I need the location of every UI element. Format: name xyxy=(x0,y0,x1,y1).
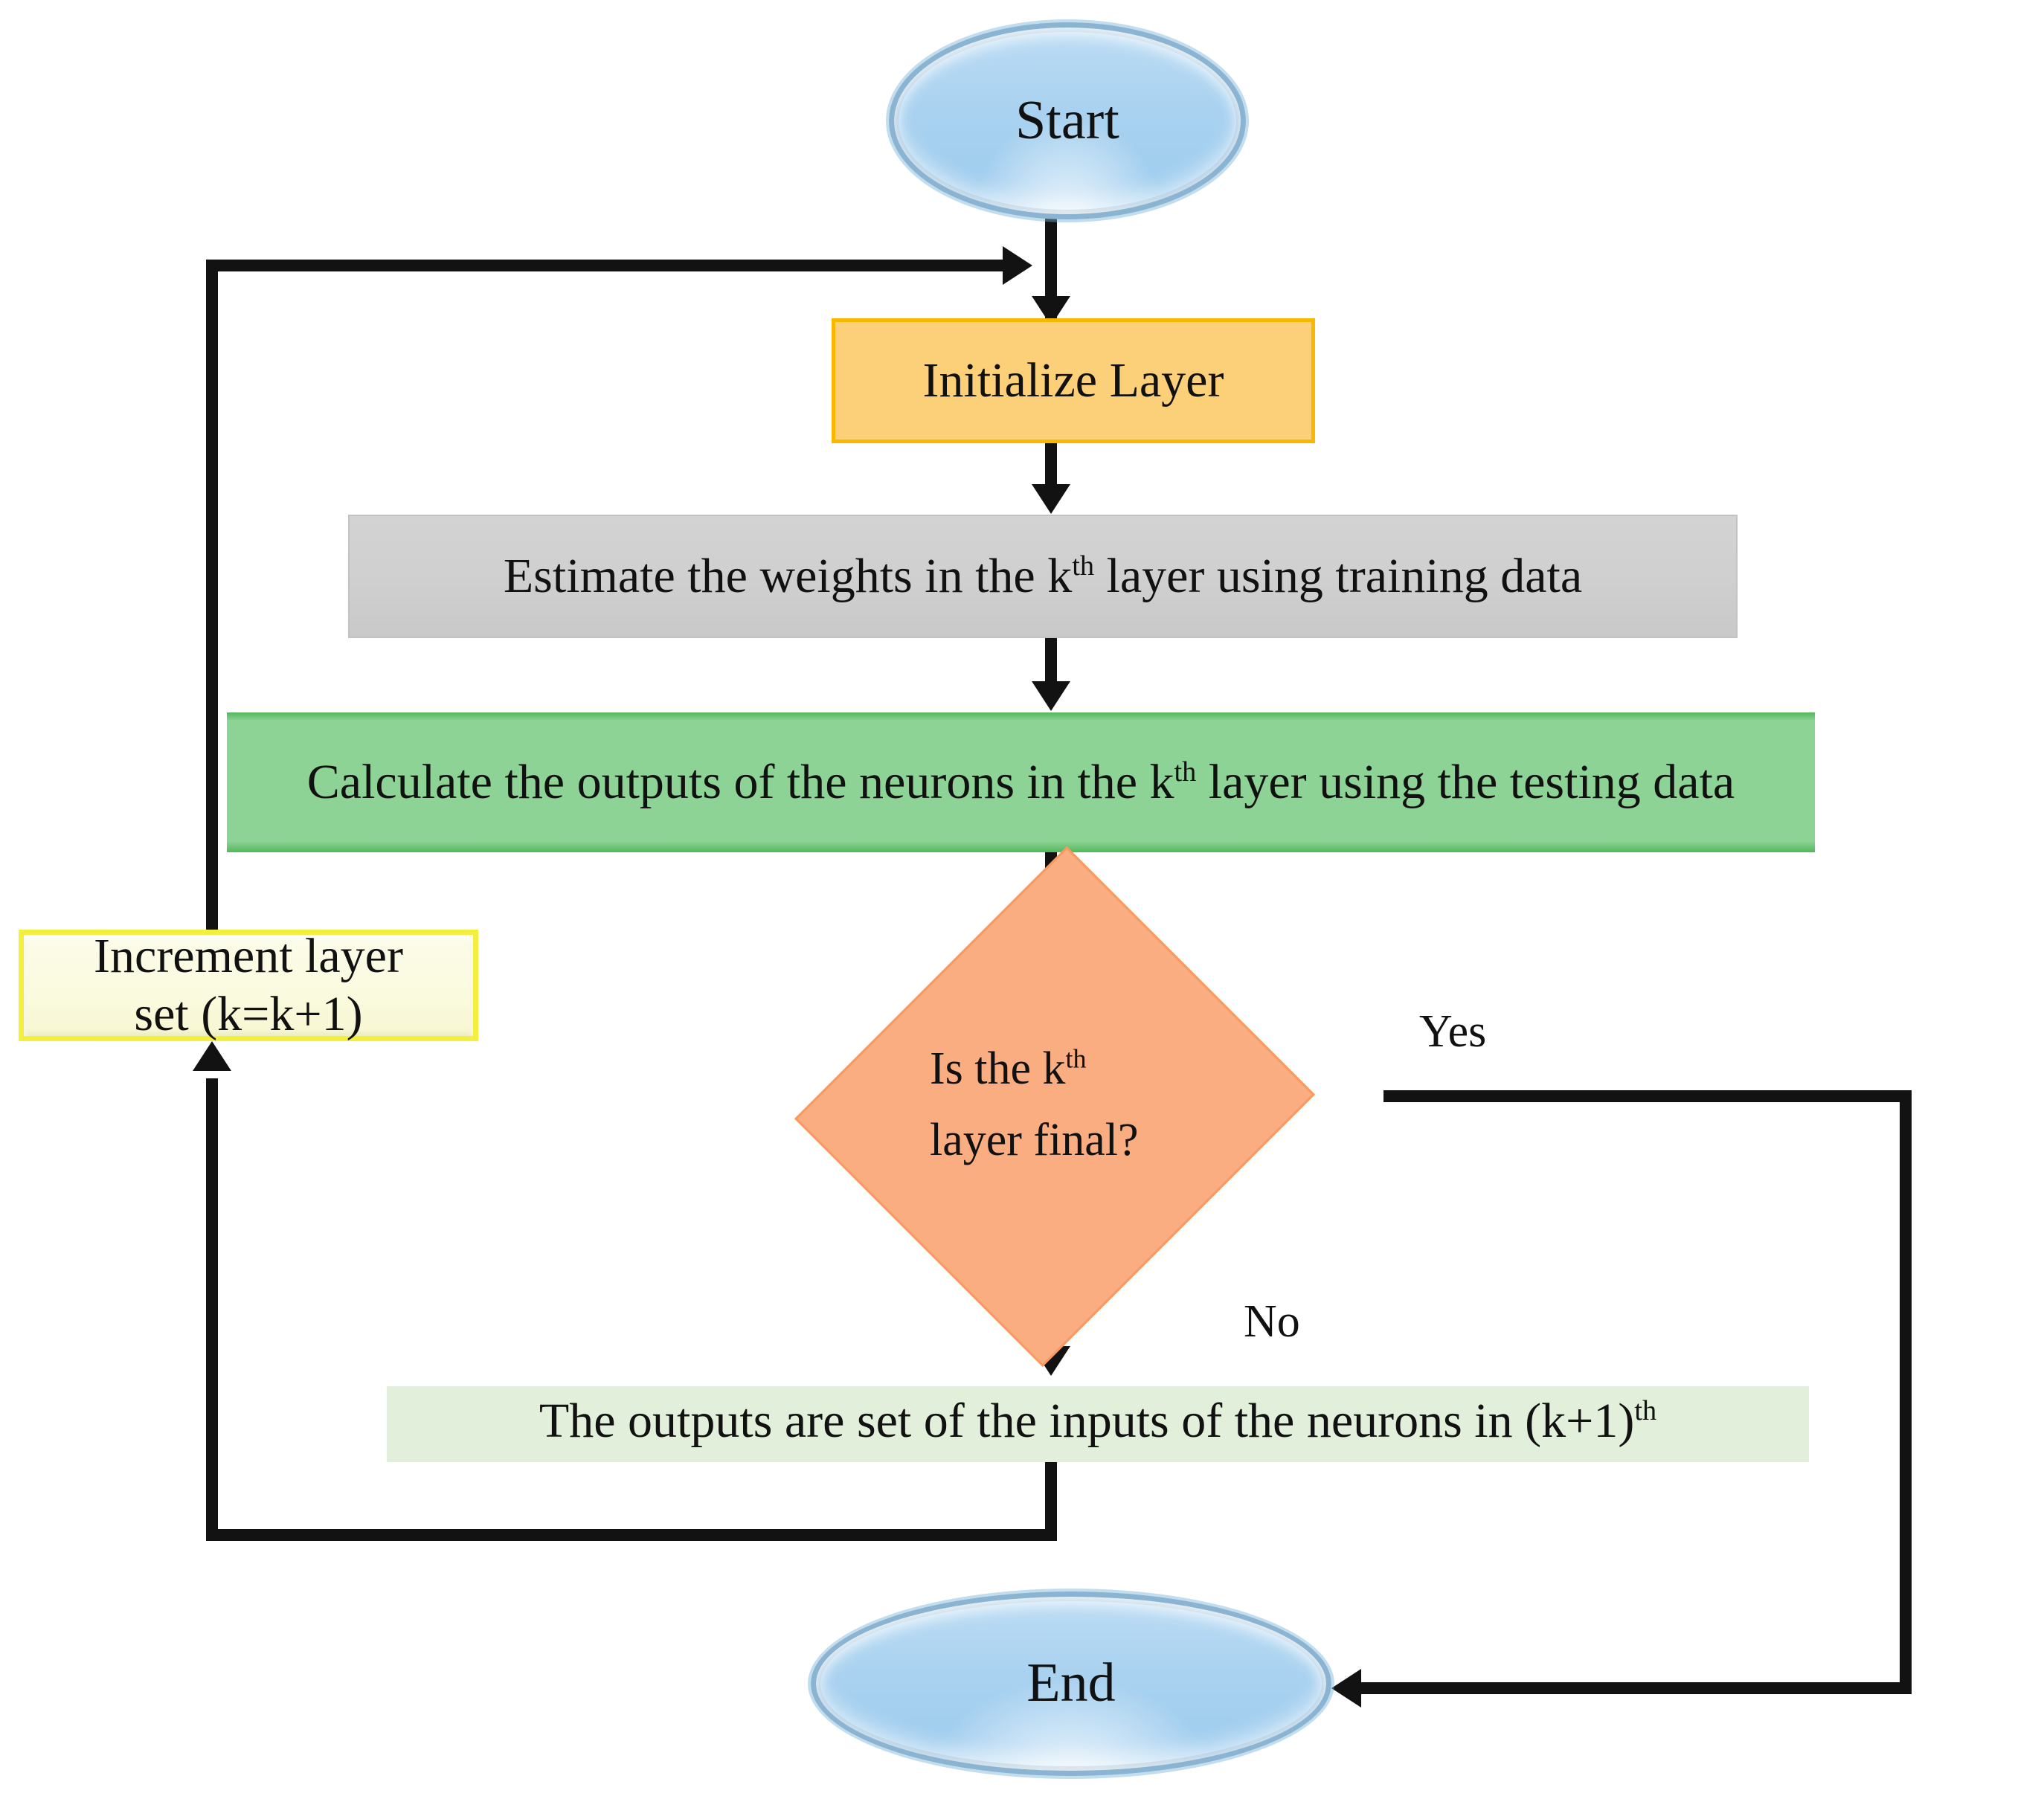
edge-yes-into-end-arrowhead xyxy=(1331,1669,1361,1708)
edge-outputs-loop-vertical-right xyxy=(1045,1452,1057,1541)
edge-estimate-to-calculate-vertical xyxy=(1045,638,1057,683)
node-decision-is-layer-final[interactable]: Is the kth layer final? xyxy=(759,846,1346,1368)
edge-initialize-to-estimate-arrowhead xyxy=(1032,484,1070,514)
node-increment-layer-line1: Increment layer xyxy=(94,929,403,984)
node-initialize-layer[interactable]: Initialize Layer xyxy=(832,318,1315,443)
node-initialize-layer-label: Initialize Layer xyxy=(922,353,1224,408)
superscript-th: th xyxy=(1065,1043,1087,1074)
node-end-label: End xyxy=(1026,1652,1116,1714)
edge-yes-into-end-horizontal xyxy=(1354,1682,1912,1694)
node-increment-layer[interactable]: Increment layer set (k=k+1) xyxy=(19,929,478,1041)
edge-loop-left-horizontal xyxy=(206,260,1017,271)
edge-outputs-loop-arrowhead xyxy=(193,1041,231,1071)
edge-estimate-to-calculate-arrowhead xyxy=(1032,681,1070,711)
superscript-th: th xyxy=(1072,550,1094,582)
node-calculate-outputs[interactable]: Calculate the outputs of the neurons in … xyxy=(227,712,1815,852)
edge-label-no: No xyxy=(1244,1296,1300,1347)
superscript-th: th xyxy=(1634,1395,1657,1427)
node-outputs-are-inputs[interactable]: The outputs are set of the inputs of the… xyxy=(387,1386,1809,1462)
edge-loop-left-vertical xyxy=(206,260,218,935)
decision-label-line1: Is the kth xyxy=(930,1043,1087,1094)
node-increment-layer-line2: set (k=k+1) xyxy=(134,987,363,1041)
decision-label: Is the kth layer final? xyxy=(759,922,1346,1287)
node-start-label: Start xyxy=(1015,89,1119,151)
edge-loop-left-arrowhead xyxy=(1003,246,1032,285)
node-calculate-outputs-label: Calculate the outputs of the neurons in … xyxy=(306,755,1735,810)
node-estimate-weights-label: Estimate the weights in the kth layer us… xyxy=(503,549,1583,604)
edge-outputs-loop-vertical-left xyxy=(206,1078,218,1539)
node-outputs-are-inputs-label: The outputs are set of the inputs of the… xyxy=(539,1394,1657,1449)
edge-label-yes: Yes xyxy=(1419,1006,1487,1057)
edge-yes-horizontal xyxy=(1383,1090,1912,1102)
node-start[interactable]: Start xyxy=(889,22,1246,219)
node-end[interactable]: End xyxy=(811,1592,1331,1776)
node-estimate-weights[interactable]: Estimate the weights in the kth layer us… xyxy=(348,515,1738,638)
decision-label-line2: layer final? xyxy=(930,1115,1139,1165)
edge-yes-vertical xyxy=(1900,1090,1912,1694)
edge-outputs-loop-horizontal xyxy=(206,1529,1057,1541)
edge-initialize-to-estimate-vertical xyxy=(1045,442,1057,486)
superscript-th: th xyxy=(1174,756,1197,788)
